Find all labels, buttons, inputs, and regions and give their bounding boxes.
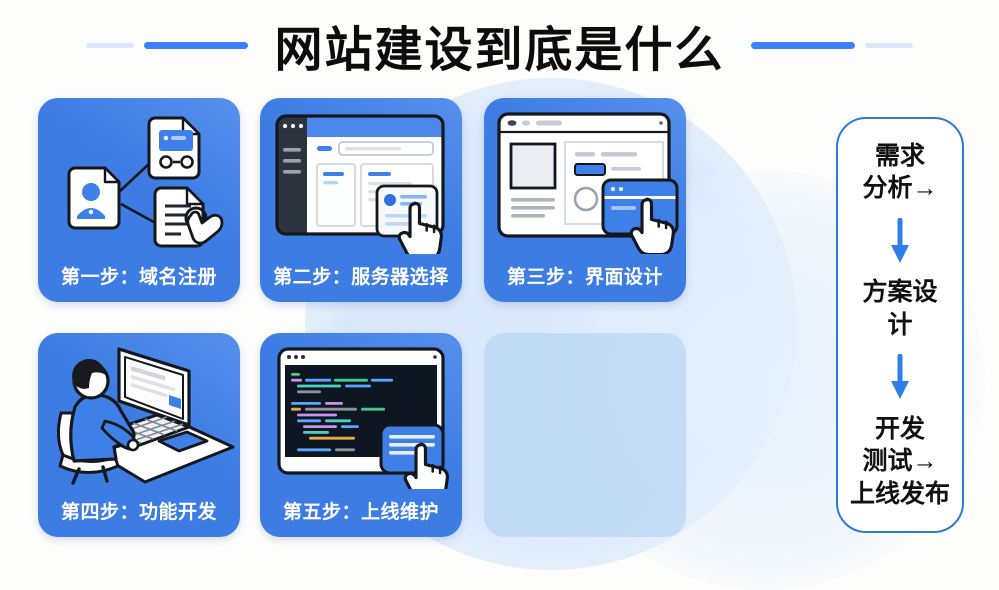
flow-step-requirements: 需求 分析→ [862,141,938,203]
flow-step-dev-test-release: 开发 测试→ 上线发布 [849,414,950,508]
step-card-domain-registration: 第一步：域名注册 [38,98,240,302]
title-dash-faint-right [864,42,913,48]
press-hand-icon [186,210,224,245]
step-card-interface-design: 第三步：界面设计 [484,98,686,302]
step-label: 第五步：上线维护 [282,502,439,523]
page-title: 网站建设到底是什么 [274,24,725,77]
empty-card-placeholder [484,333,686,537]
step-label: 第一步：域名注册 [60,267,217,288]
header: 网站建设到底是什么 [0,10,999,80]
step-card-launch-maintenance: 第五步：上线维护 [260,333,462,537]
title-dash-right [750,41,855,49]
developer-at-laptop-illustration [56,347,235,485]
process-flow-panel: 需求 分析→ 方案设 计 开发 测试→ 上线发布 [836,117,964,533]
server-selection-window-illustration [275,114,445,254]
arrow-down-icon [891,217,909,263]
code-editor-window-illustration [277,347,449,489]
title-dash-faint-left [86,42,135,48]
title-dash-left [144,41,249,49]
arrow-down-icon [891,354,909,399]
step-label: 第三步：界面设计 [506,267,663,288]
step-label: 第二步：服务器选择 [273,267,449,288]
step-label: 第四步：功能开发 [60,502,217,523]
documents-network-illustration [67,116,224,248]
step-card-feature-development: 第四步：功能开发 [38,333,240,537]
step-card-server-selection: 第二步：服务器选择 [260,98,462,302]
ui-design-window-illustration [497,112,679,254]
flow-step-solution-design: 方案设 计 [862,278,938,339]
